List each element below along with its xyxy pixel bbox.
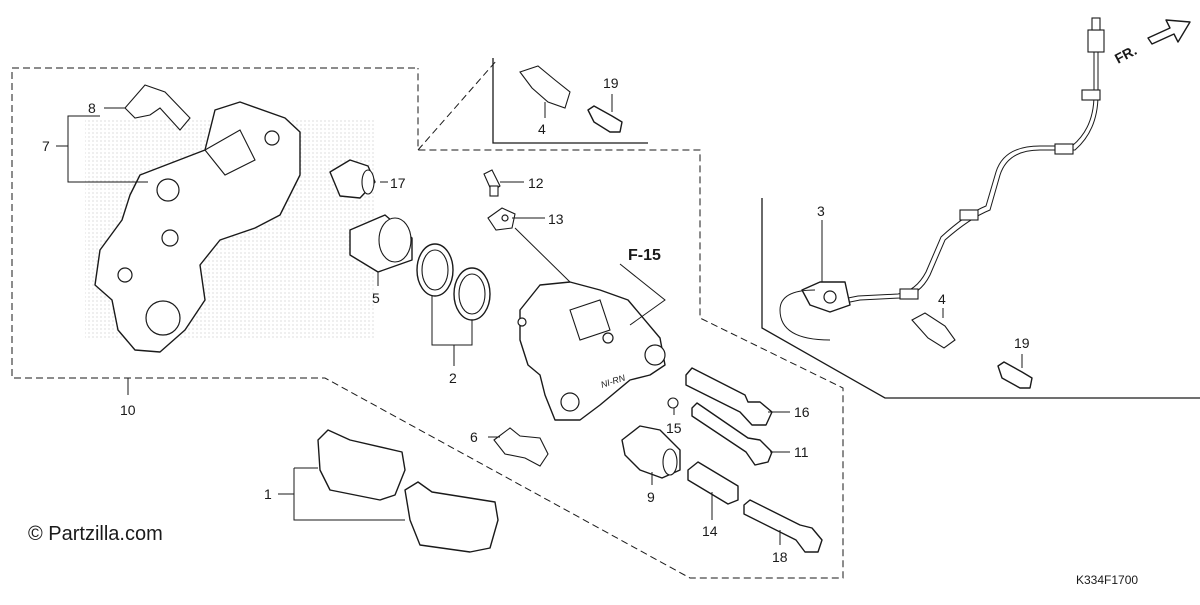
bracket-group-outline [11, 67, 844, 579]
clip-group-outline [492, 58, 648, 144]
callout-14: 14 [702, 523, 718, 539]
callout-9: 9 [647, 489, 655, 505]
callout-8: 8 [88, 100, 96, 116]
callout-19-top: 19 [603, 75, 619, 91]
reference-label: F-15 [628, 247, 661, 264]
callout-3: 3 [817, 203, 825, 219]
callouts: 8 7 10 17 5 2 12 13 F-15 6 1 9 15 14 16 … [42, 75, 1030, 565]
diagram-code: K334F1700 [1076, 573, 1138, 587]
caliper-piston [349, 214, 413, 273]
callout-13: 13 [548, 211, 564, 227]
caliper-body [517, 281, 666, 421]
mounting-bolt [743, 499, 823, 553]
callout-18: 18 [772, 549, 788, 565]
pin-sleeve [687, 461, 739, 505]
bleeder-cap [487, 207, 516, 231]
ref-line-clip [417, 59, 498, 151]
hose-clip-top [519, 65, 571, 109]
clip-bolt-right [997, 361, 1033, 389]
callout-5: 5 [372, 290, 380, 306]
callout-12: 12 [528, 175, 544, 191]
pin-boot [329, 159, 376, 199]
callout-1: 1 [264, 486, 272, 502]
wheel-speed-sensor [779, 17, 1105, 341]
callout-19-right: 19 [1014, 335, 1030, 351]
front-label: FR. [1112, 42, 1139, 67]
callout-15: 15 [666, 420, 682, 436]
hose-clip-right [911, 312, 956, 349]
callout-17: 17 [390, 175, 406, 191]
caliper-bracket [94, 101, 301, 353]
piston-seals [416, 243, 491, 321]
hex-nut [667, 397, 679, 409]
callout-11: 11 [794, 444, 809, 460]
slide-pin-boot [621, 425, 681, 479]
front-direction-indicator: FR. [1112, 19, 1191, 67]
callout-7: 7 [42, 138, 50, 154]
sensor-group-outline [761, 198, 1200, 399]
pin-bolt [691, 402, 773, 466]
pad-retainer-clip [124, 84, 191, 131]
bleeder-screw [483, 169, 501, 197]
pad-spring [493, 427, 549, 467]
partzilla-watermark: © Partzilla.com [28, 523, 163, 545]
callout-4-right: 4 [938, 291, 946, 307]
callout-6: 6 [470, 429, 478, 445]
callout-4-top: 4 [538, 121, 546, 137]
callout-10: 10 [120, 402, 136, 418]
clip-bolt-top [587, 105, 623, 133]
brake-pads [317, 429, 499, 553]
leader-lines [56, 94, 1023, 545]
callout-16: 16 [794, 404, 810, 420]
callout-2: 2 [449, 370, 457, 386]
